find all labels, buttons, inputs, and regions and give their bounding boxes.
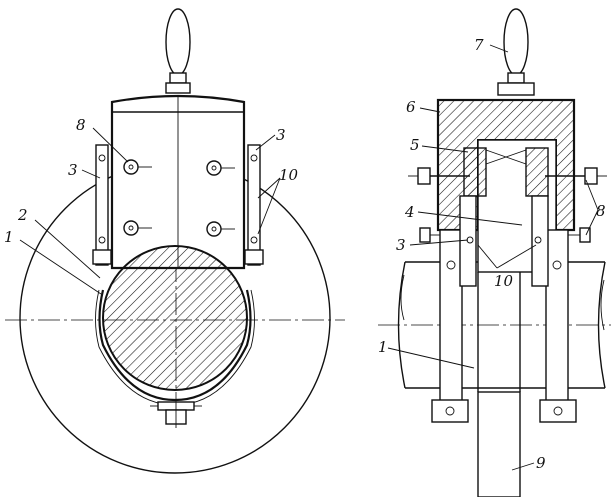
label-1-left: 1 (4, 228, 14, 246)
shaft-section (102, 245, 248, 391)
housing-body-left (110, 94, 246, 270)
handle-knob-right (497, 8, 535, 96)
label-2-left: 2 (17, 206, 28, 224)
label-8-left: 8 (76, 116, 86, 134)
label-1-right: 1 (378, 338, 388, 356)
handle-knob-left (165, 8, 191, 94)
label-3-left: 3 (68, 161, 78, 179)
label-3-left-top: 3 (276, 126, 286, 144)
clamp-band (98, 289, 252, 402)
housing-bolts-left (123, 159, 235, 237)
label-7: 7 (474, 36, 484, 54)
label-3-right: 3 (396, 236, 406, 254)
strip-9 (477, 391, 521, 497)
label-10-left: 10 (279, 166, 299, 184)
label-10-right: 10 (494, 272, 514, 290)
side-view: 7 6 5 4 3 10 8 1 9 (378, 8, 611, 497)
label-4: 4 (404, 203, 415, 221)
front-view: 8 3 3 10 2 1 (4, 8, 345, 474)
adjusting-screws-right (408, 167, 607, 185)
label-8-right: 8 (596, 202, 606, 220)
label-9: 9 (536, 454, 546, 472)
bottom-clamp-bolt (150, 401, 202, 428)
side-straps-left (92, 144, 264, 266)
label-5: 5 (410, 136, 420, 154)
label-6: 6 (406, 98, 416, 116)
leaders-left (19, 127, 281, 295)
small-bolts-right (419, 227, 591, 244)
leaders-right (387, 44, 599, 471)
